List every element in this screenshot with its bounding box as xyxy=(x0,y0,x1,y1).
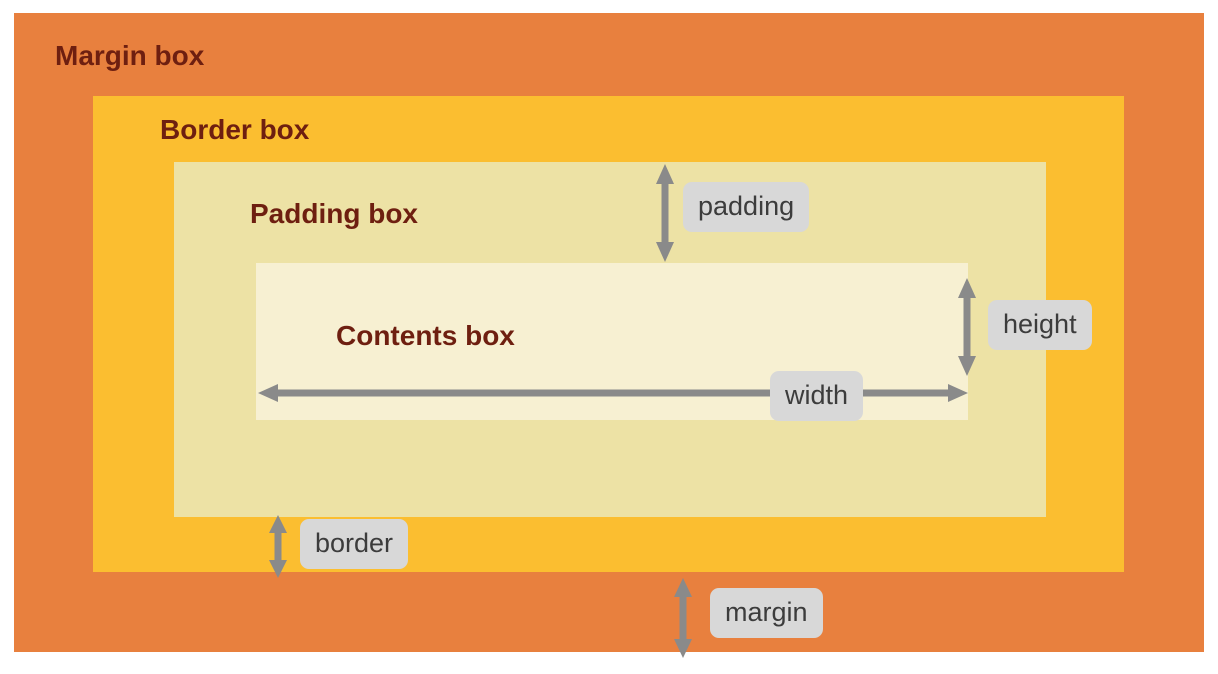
margin-box-label: Margin box xyxy=(55,40,205,71)
border-box: Border box Padding box Contents box xyxy=(93,96,1124,572)
height-arrow-icon xyxy=(958,278,976,376)
height-measurement-label: height xyxy=(988,300,1092,350)
margin-arrow-icon xyxy=(674,578,692,658)
padding-box: Padding box Contents box xyxy=(174,162,1046,517)
padding-arrow-icon xyxy=(656,164,674,262)
border-measurement-label: border xyxy=(300,519,409,569)
border-arrow-icon xyxy=(269,515,287,578)
margin-measurement-label: margin xyxy=(710,588,823,638)
padding-measurement-label: padding xyxy=(683,182,810,232)
contents-box-label: Contents box xyxy=(336,320,515,351)
border-box-label: Border box xyxy=(160,114,310,145)
width-measurement-label: width xyxy=(770,371,864,421)
padding-box-label: Padding box xyxy=(250,198,418,229)
